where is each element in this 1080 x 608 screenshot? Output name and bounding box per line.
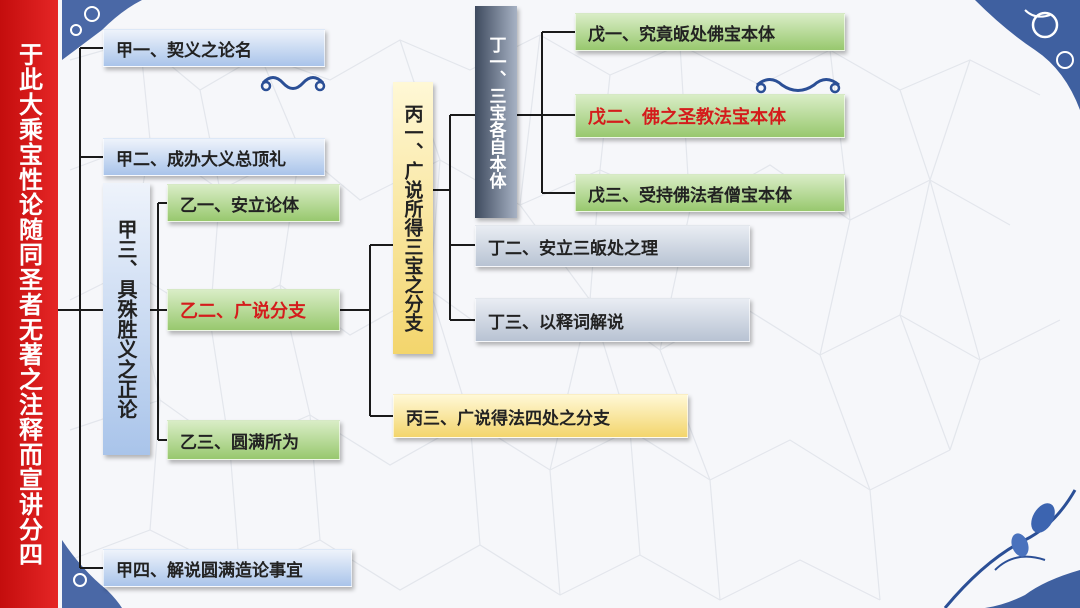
node-yi2: 乙二、广说分支	[167, 289, 340, 331]
blue-scroll-ornament-icon	[260, 76, 326, 92]
sidebar-title: 于此大乘宝性论随同圣者无著之注释而宣讲分四	[0, 0, 58, 608]
node-jia1: 甲一、契义之论名	[103, 29, 325, 67]
node-ding2: 丁二、安立三皈处之理	[475, 225, 750, 267]
node-yi1: 乙一、安立论体	[167, 184, 340, 222]
node-bing1: 丙一、广说所得三宝之分支	[393, 82, 433, 354]
node-jia2: 甲二、成办大义总顶礼	[103, 138, 325, 176]
node-wu2: 戊二、佛之圣教法宝本体	[575, 94, 845, 138]
node-ding3: 丁三、以释词解说	[475, 298, 750, 342]
blue-lotus-branch-icon	[943, 489, 1080, 608]
node-jia3: 甲三、具殊胜义之正论	[103, 183, 150, 455]
node-jia4: 甲四、解说圆满造论事宜	[103, 549, 352, 587]
node-bing3: 丙三、广说得法四处之分支	[393, 394, 688, 438]
blue-floral-corner-icon	[62, 0, 142, 60]
blue-scroll-ornament-icon	[755, 78, 841, 94]
node-wu1: 戊一、究竟皈处佛宝本体	[575, 13, 845, 51]
node-ding1: 丁一、三宝各自本体	[475, 6, 517, 218]
blue-floral-corner-icon	[975, 0, 1080, 110]
node-wu3: 戊三、受持佛法者僧宝本体	[575, 174, 845, 212]
node-yi3: 乙三、圆满所为	[167, 420, 340, 460]
blue-lotus-branch-icon	[62, 540, 122, 608]
